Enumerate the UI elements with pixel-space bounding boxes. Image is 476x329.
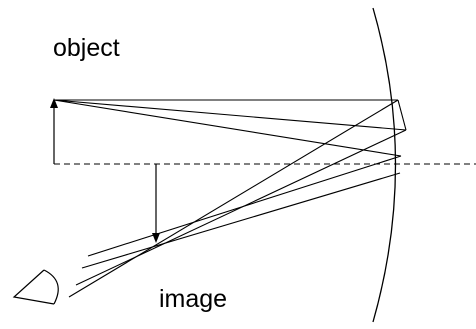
object-label: object [53,34,120,62]
reflected-ray-1 [68,99,399,298]
incident-rays [53,99,407,157]
reflected-ray-3 [87,155,402,257]
ray-to-upper-mirror [53,99,407,131]
image-arrow-head [152,233,160,243]
concave-mirror [372,7,397,323]
reflected-ray-5 [397,99,407,131]
reflected-ray-4 [81,172,401,269]
eye-icon [12,269,59,305]
reflected-rays [68,99,407,298]
object-arrow-head [50,98,58,108]
ray-through-focus [53,99,402,157]
image-label: image [159,285,228,313]
